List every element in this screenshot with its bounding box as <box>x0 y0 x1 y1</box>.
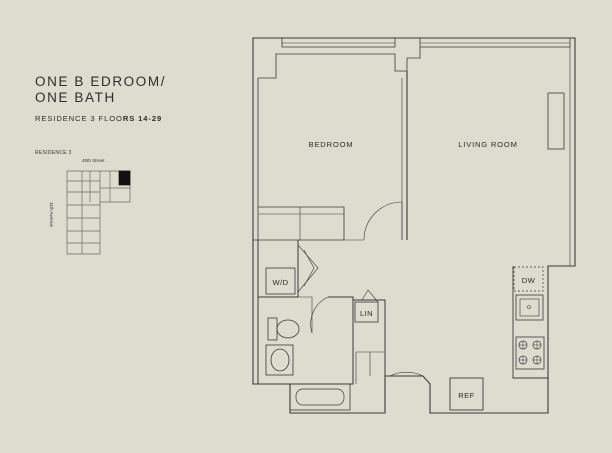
residence-floors: RESIDENCE 3 FLOORS 14-29 <box>35 114 162 123</box>
fixture-label-lin: LIN <box>360 309 373 318</box>
room-label-bedroom: BEDROOM <box>309 140 354 149</box>
bath-sink <box>270 348 290 372</box>
toilet-tank <box>267 317 278 341</box>
key-plan <box>66 170 131 255</box>
bathtub <box>289 383 351 411</box>
plan-title-line2: ONE BATH <box>35 90 116 105</box>
washer-dryer-unit <box>265 267 296 295</box>
refrigerator <box>449 377 484 411</box>
column <box>547 92 565 150</box>
key-plan-street-label: 45th Street <box>82 158 105 163</box>
fixture-label-wd: W/D <box>273 278 289 287</box>
kitchen-sink <box>515 294 544 321</box>
key-plan-highlight <box>118 170 131 186</box>
fixture-label-dw: DW <box>522 276 536 285</box>
dishwasher <box>513 266 544 292</box>
toilet-bowl <box>276 319 300 339</box>
plan-title: ONE B EDROOM/ ONE BATH <box>35 74 166 106</box>
linen-closet <box>354 301 379 323</box>
residence-floors-range: RS 14-29 <box>122 114 163 123</box>
exterior-wall <box>252 37 576 414</box>
plan-title-line1: ONE B EDROOM/ <box>35 74 167 89</box>
vanity <box>265 344 294 376</box>
stove <box>515 336 545 370</box>
residence-floors-prefix: RESIDENCE 3 FLOO <box>35 114 123 123</box>
key-plan-residence-label: RESIDENCE 3 <box>35 150 72 156</box>
room-label-living-room: LIVING ROOM <box>458 140 517 149</box>
fixture-label-ref: REF <box>458 391 474 400</box>
unit-plan <box>252 37 576 414</box>
